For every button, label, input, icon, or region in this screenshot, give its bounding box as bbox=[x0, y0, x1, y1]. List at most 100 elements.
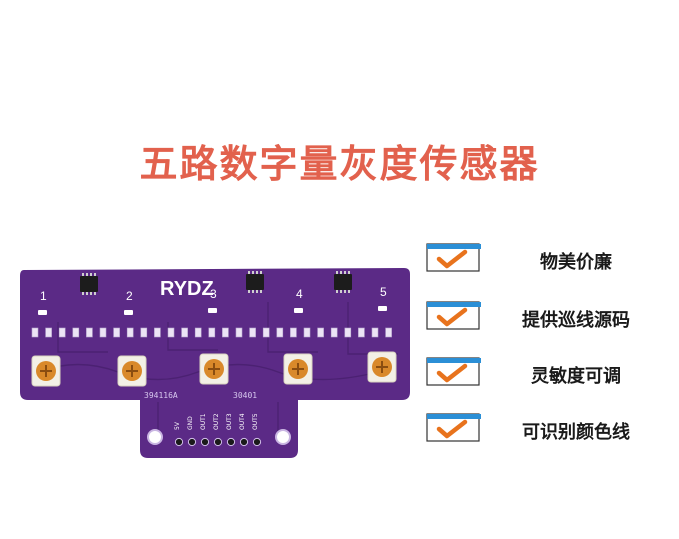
pin-label: GND bbox=[187, 416, 194, 430]
checkbox-icon bbox=[425, 298, 483, 332]
feature-label: 灵敏度可调 bbox=[531, 366, 621, 387]
mounting-hole-left bbox=[147, 429, 163, 445]
channel-number: 3 bbox=[210, 287, 217, 301]
smd-component bbox=[72, 327, 80, 338]
smd-component bbox=[140, 327, 148, 338]
smd-component bbox=[194, 327, 202, 338]
channel-numbers: 1 2 3 4 5 bbox=[38, 285, 387, 315]
sensor-board-svg: RYDZ 1 2 3 4 5 394116A 30401 5V GND OUT1 OUT2 OU… bbox=[20, 268, 410, 458]
ic-pin bbox=[94, 292, 96, 295]
potentiometers bbox=[31, 351, 397, 387]
feature-label: 提供巡线源码 bbox=[522, 310, 630, 331]
page-title: 五路数字量灰度传感器 bbox=[139, 142, 540, 186]
pot-slot bbox=[292, 363, 304, 375]
checkbox-icon bbox=[425, 354, 483, 388]
feature-label: 可识别颜色线 bbox=[522, 422, 630, 443]
checkbox-icon bbox=[425, 410, 483, 444]
board-serial: 394116A bbox=[144, 391, 178, 400]
ic-pin bbox=[252, 290, 254, 293]
board-serial-tail: 30401 bbox=[233, 391, 257, 400]
ic-pin bbox=[252, 271, 254, 274]
smd-component bbox=[222, 327, 229, 338]
ic-chip bbox=[334, 274, 352, 290]
mounting-hole-right bbox=[275, 429, 291, 445]
pin-label: OUT1 bbox=[200, 413, 207, 430]
smd-component bbox=[358, 327, 365, 338]
ic-pin bbox=[248, 290, 250, 293]
smd-component bbox=[276, 327, 284, 338]
smd-component bbox=[113, 327, 120, 338]
feature-item: 提供巡线源码 bbox=[425, 298, 665, 336]
smd-component bbox=[290, 327, 297, 338]
board-brand: RYDZ bbox=[160, 278, 214, 300]
chips bbox=[80, 271, 352, 295]
feature-item: 物美价廉 bbox=[425, 240, 665, 278]
smd-component bbox=[235, 327, 243, 338]
checkbox-icon bbox=[425, 240, 483, 274]
ic-chip bbox=[246, 274, 264, 290]
channel-number: 1 bbox=[40, 289, 47, 303]
smd-component bbox=[86, 327, 93, 338]
pin-header: 5V GND OUT1 OUT2 OUT3 OUT4 OUT5 bbox=[174, 413, 262, 447]
ic-pin bbox=[340, 290, 342, 293]
pin-hole bbox=[213, 437, 223, 447]
smd-component bbox=[45, 327, 52, 338]
feature-item: 灵敏度可调 bbox=[425, 354, 665, 392]
smd-component bbox=[249, 327, 256, 338]
ic-pin bbox=[94, 273, 96, 276]
pin-hole bbox=[174, 437, 184, 447]
smd-component bbox=[167, 327, 175, 338]
ic-chip bbox=[80, 276, 98, 292]
channel-number: 4 bbox=[296, 287, 303, 301]
ic-pin bbox=[90, 273, 92, 276]
pot-slot bbox=[376, 361, 388, 373]
led-pad bbox=[208, 308, 217, 313]
channel-number: 2 bbox=[126, 289, 133, 303]
ic-pin bbox=[260, 290, 262, 293]
ic-pin bbox=[256, 271, 258, 274]
smd-component bbox=[154, 327, 161, 338]
ic-pin bbox=[256, 290, 258, 293]
pin-hole bbox=[239, 437, 249, 447]
pin-label: OUT4 bbox=[239, 413, 246, 430]
smd-component bbox=[385, 327, 392, 338]
smd-component bbox=[303, 327, 311, 338]
pot-slot bbox=[40, 365, 52, 377]
pot-slot bbox=[126, 365, 138, 377]
ic-pin bbox=[348, 271, 350, 274]
sensor-board-image: RYDZ 1 2 3 4 5 394116A 30401 5V GND OUT1 OUT2 OU… bbox=[18, 262, 410, 462]
ic-pin bbox=[86, 273, 88, 276]
ic-pin bbox=[90, 292, 92, 295]
smd-component bbox=[208, 327, 216, 338]
smd-component bbox=[181, 327, 188, 338]
smd-component bbox=[330, 327, 338, 338]
ic-pin bbox=[336, 271, 338, 274]
ic-pin bbox=[82, 292, 84, 295]
led-pad bbox=[294, 308, 303, 313]
ic-pin bbox=[86, 292, 88, 295]
pin-label: OUT5 bbox=[252, 413, 259, 430]
ic-pin bbox=[260, 271, 262, 274]
smd-component bbox=[126, 327, 134, 338]
smd-component bbox=[371, 327, 379, 338]
pin-hole bbox=[226, 437, 236, 447]
smd-component bbox=[58, 327, 66, 338]
led-pad bbox=[378, 306, 387, 311]
ic-pin bbox=[348, 290, 350, 293]
pin-label: 5V bbox=[174, 421, 181, 430]
led-pad bbox=[38, 310, 47, 315]
ic-pin bbox=[344, 290, 346, 293]
pin-hole bbox=[200, 437, 210, 447]
smd-component-row bbox=[31, 327, 392, 338]
pin-label: OUT3 bbox=[226, 413, 233, 430]
ic-pin bbox=[82, 273, 84, 276]
smd-component bbox=[31, 327, 39, 338]
ic-pin bbox=[336, 290, 338, 293]
smd-component bbox=[317, 327, 324, 338]
channel-number: 5 bbox=[380, 285, 387, 299]
pin-label: OUT2 bbox=[213, 413, 220, 430]
pin-hole bbox=[187, 437, 197, 447]
pot-slot bbox=[208, 363, 220, 375]
ic-pin bbox=[340, 271, 342, 274]
feature-item: 可识别颜色线 bbox=[425, 410, 665, 448]
